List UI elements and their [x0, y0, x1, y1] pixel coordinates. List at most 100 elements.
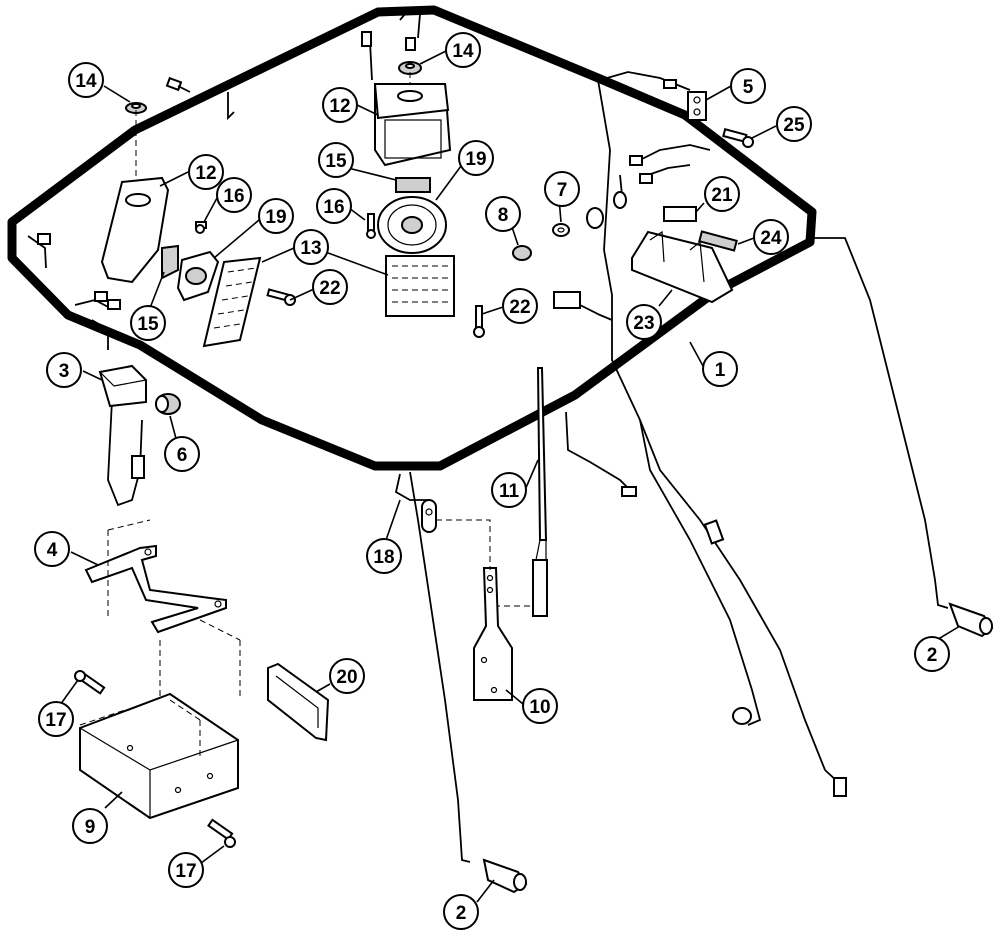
- svg-text:2: 2: [927, 645, 938, 666]
- connector-plug: [833, 777, 847, 797]
- callout-23: 23: [626, 304, 662, 340]
- callout-15-left: 15: [130, 305, 166, 341]
- callout-16-center: 16: [316, 188, 352, 224]
- nut-8: [512, 245, 532, 261]
- screw-17-top: [74, 670, 106, 695]
- svg-text:22: 22: [509, 297, 530, 318]
- callout-2-bottom: 2: [443, 894, 479, 930]
- svg-text:17: 17: [45, 710, 66, 731]
- leader-lines: [54, 50, 961, 903]
- svg-text:15: 15: [325, 151, 347, 172]
- svg-text:12: 12: [329, 96, 350, 117]
- module-21: [663, 206, 697, 222]
- callout-6: 6: [164, 436, 200, 472]
- ring-terminal: [613, 191, 627, 209]
- callout-2-right: 2: [914, 636, 950, 672]
- connector-plug: [405, 37, 416, 51]
- callout-11: 11: [491, 472, 527, 508]
- callout-3: 3: [46, 352, 82, 388]
- screw-17-bottom: [207, 818, 236, 848]
- connector-2-right: [948, 602, 994, 638]
- svg-text:22: 22: [319, 278, 340, 299]
- svg-text:21: 21: [711, 185, 733, 206]
- cover-plate-20: [267, 662, 330, 742]
- connector-plug: [165, 76, 183, 92]
- plug-18: [421, 499, 437, 533]
- gasket-15-left: [161, 244, 179, 280]
- svg-text:10: 10: [529, 697, 550, 718]
- speaker-19-left: [176, 250, 220, 302]
- antenna-11: [532, 367, 548, 617]
- connector-plug: [131, 455, 145, 479]
- svg-text:13: 13: [300, 238, 321, 259]
- svg-text:5: 5: [743, 77, 754, 98]
- connector-plug: [553, 291, 581, 309]
- connector-2-bottom: [482, 858, 528, 894]
- callout-14-center: 14: [445, 32, 481, 68]
- svg-text:23: 23: [633, 313, 654, 334]
- svg-text:20: 20: [336, 667, 357, 688]
- connector-plug: [94, 291, 108, 302]
- antenna-bracket-10: [473, 567, 513, 701]
- svg-text:8: 8: [498, 205, 509, 226]
- connector-plug: [639, 173, 653, 184]
- callout-13: 13: [293, 229, 329, 265]
- callout-19-center: 19: [458, 140, 494, 176]
- svg-text:12: 12: [195, 163, 216, 184]
- svg-text:11: 11: [499, 481, 520, 502]
- speaker-grille-13-center: [385, 255, 455, 317]
- connector-plug: [107, 299, 121, 310]
- bracket-5: [687, 91, 707, 121]
- svg-text:24: 24: [760, 228, 782, 249]
- module-3: [98, 364, 147, 408]
- screw-22-center: [473, 305, 485, 338]
- ring-terminal: [732, 707, 752, 725]
- screw-16-left: [195, 221, 207, 234]
- callout-18: 18: [366, 538, 402, 574]
- screw-16-center: [366, 213, 376, 239]
- callout-24: 24: [753, 219, 789, 255]
- svg-text:6: 6: [177, 445, 188, 466]
- callout-10: 10: [522, 688, 558, 724]
- svg-text:25: 25: [783, 115, 805, 136]
- inline-fuse: [703, 519, 725, 545]
- svg-text:17: 17: [175, 861, 196, 882]
- svg-text:14: 14: [75, 71, 97, 92]
- callout-7: 7: [544, 171, 580, 207]
- callout-5: 5: [730, 68, 766, 104]
- connector-plug: [621, 486, 637, 497]
- mount-23: [631, 230, 734, 304]
- svg-text:16: 16: [223, 186, 244, 207]
- speaker-19-center: [377, 196, 447, 254]
- callout-16-left: 16: [216, 177, 252, 213]
- connector-plug: [663, 79, 677, 89]
- callout-4: 4: [34, 531, 70, 567]
- callout-12-left: 12: [188, 154, 224, 190]
- svg-text:2: 2: [456, 903, 467, 924]
- svg-text:16: 16: [323, 197, 344, 218]
- svg-text:19: 19: [465, 149, 486, 170]
- callout-21: 21: [704, 176, 740, 212]
- callout-8: 8: [485, 196, 521, 232]
- svg-text:19: 19: [265, 207, 286, 228]
- callout-14-left: 14: [68, 62, 104, 98]
- callout-22-center: 22: [502, 288, 538, 324]
- bar-24: [698, 230, 738, 252]
- callout-25: 25: [776, 106, 812, 142]
- callout-15-center: 15: [318, 142, 354, 178]
- callout-17-bottom: 17: [168, 852, 204, 888]
- connector-plug: [37, 233, 51, 245]
- connector-plug: [361, 31, 372, 47]
- speaker-housing-12-left: [100, 176, 170, 284]
- svg-text:7: 7: [557, 180, 568, 201]
- callout-20: 20: [329, 658, 365, 694]
- connector-plug: [629, 155, 643, 166]
- callout-22-left: 22: [312, 269, 348, 305]
- svg-text:18: 18: [373, 547, 394, 568]
- mounting-tray-9: [79, 692, 239, 820]
- svg-text:15: 15: [137, 314, 159, 335]
- callout-12-center: 12: [322, 87, 358, 123]
- washer-7: [552, 223, 570, 237]
- svg-text:1: 1: [715, 360, 726, 381]
